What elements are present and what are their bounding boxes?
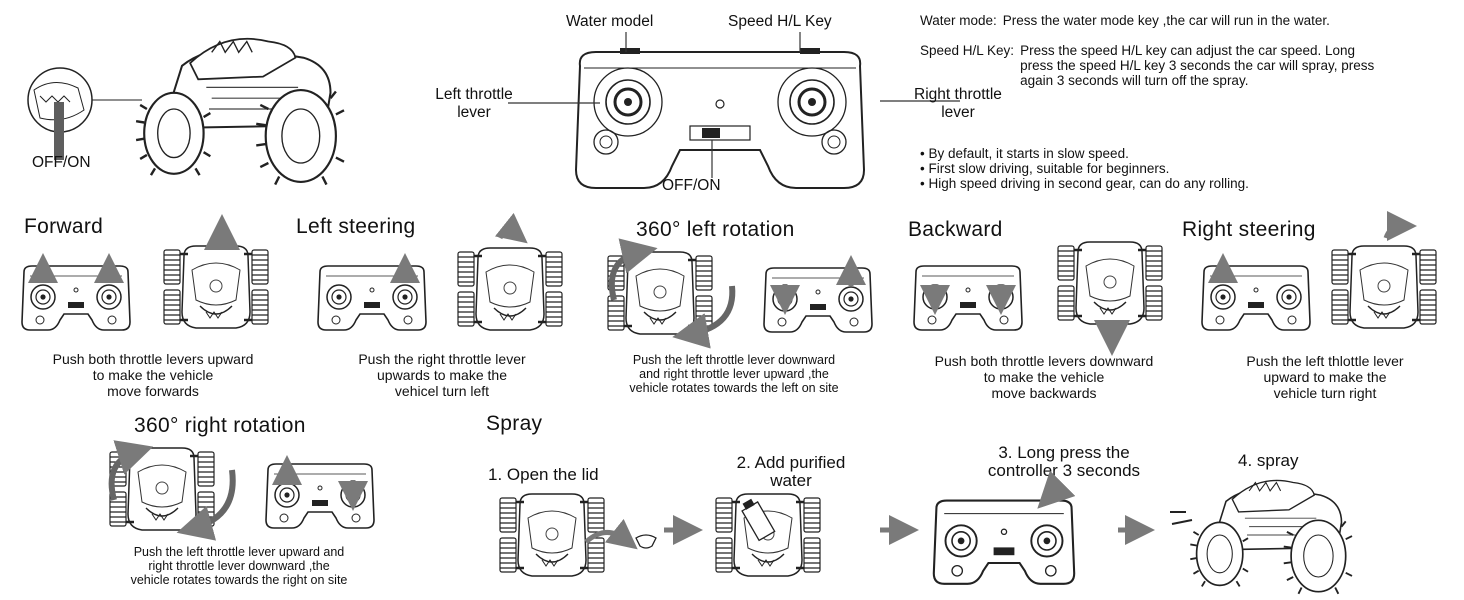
speed-bullets: • By default, it starts in slow speed. •… — [920, 146, 1450, 191]
lid-icon — [635, 534, 657, 549]
speed-key-note: Speed H/L Key: Press the speed H/L key c… — [920, 43, 1375, 88]
spray-step-1-label: 1. Open the lid — [488, 465, 599, 484]
left-steering-title: Left steering — [296, 215, 416, 238]
rotation-arrow-icon — [108, 440, 154, 501]
water-bottle-icon — [741, 498, 776, 542]
remote-controller-illustration — [574, 48, 866, 189]
rotation-arrow-icon — [608, 238, 658, 301]
right-steering-title: Right steering — [1182, 218, 1316, 241]
speed-key-label: Speed H/L Key — [728, 13, 832, 30]
water-mode-note: Water mode: Press the water mode key ,th… — [920, 13, 1330, 28]
rotation-arrow-icon — [672, 285, 736, 349]
right-rotation-title: 360° right rotation — [134, 414, 306, 437]
remote-power-switch-label: OFF/ON — [662, 177, 721, 194]
car-power-switch-label: OFF/ON — [32, 154, 91, 171]
spray-title: Spray — [486, 412, 543, 435]
arrow-icon — [1037, 470, 1076, 509]
bullet-item: • By default, it starts in slow speed. — [920, 146, 1129, 161]
spray-stream-icon — [1170, 511, 1193, 525]
curved-arrow-icon — [494, 212, 528, 244]
rotation-arrow-icon — [176, 469, 236, 541]
forward-title: Forward — [24, 215, 104, 238]
water-model-label: Water model — [566, 13, 654, 30]
curved-arrow-icon — [1383, 211, 1417, 242]
spray-step-4-label: 4. spray — [1238, 451, 1299, 470]
bullet-item: • First slow driving, suitable for begin… — [920, 161, 1170, 176]
bullet-item: • High speed driving in second gear, can… — [920, 176, 1249, 191]
backward-title: Backward — [908, 218, 1003, 241]
switch-detail-illustration — [27, 67, 142, 160]
left-rotation-title: 360° left rotation — [636, 218, 795, 241]
